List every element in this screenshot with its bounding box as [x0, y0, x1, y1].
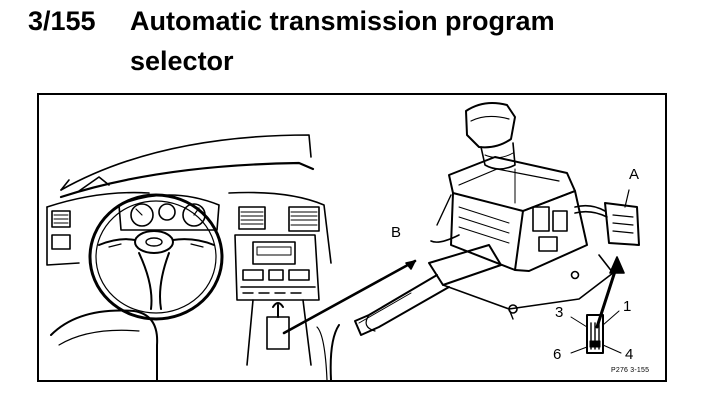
- page-title-line-1: Automatic transmission program: [130, 6, 555, 36]
- figure-code: P276 3-155: [611, 367, 650, 374]
- pin-label-1: 1: [623, 298, 632, 315]
- diagram-frame: A B 1 3 4 6 P276 3-155: [37, 93, 667, 382]
- callout-a: A: [629, 166, 640, 183]
- callout-b: B: [391, 224, 402, 241]
- dashboard-illustration: [46, 134, 417, 380]
- pin-label-6: 6: [553, 346, 562, 363]
- page-title-line-2: selector: [130, 46, 234, 76]
- illustration: [46, 102, 640, 380]
- pin-label-3: 3: [555, 304, 564, 321]
- pin-label-4: 4: [625, 346, 634, 363]
- selector-assembly-illustration: [354, 102, 640, 354]
- section-number: 3/155: [28, 6, 96, 36]
